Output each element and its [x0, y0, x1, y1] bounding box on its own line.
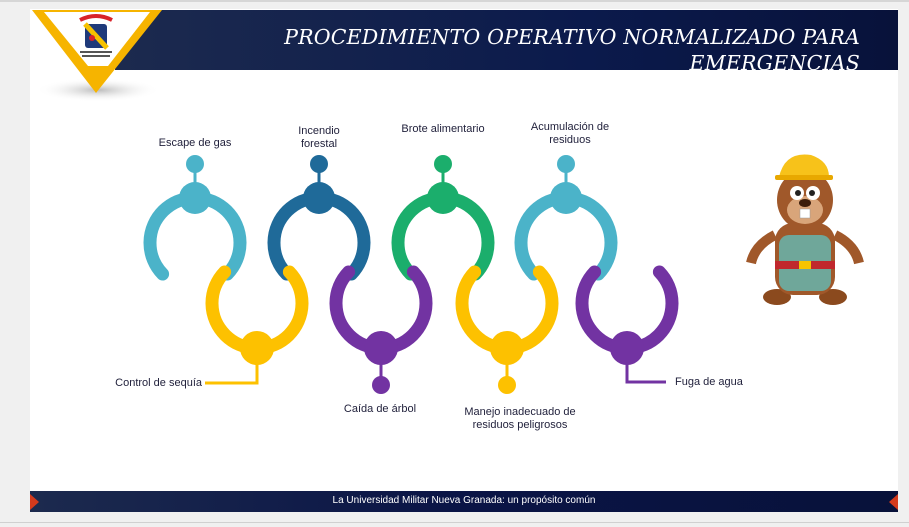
- page-title: PROCEDIMIENTO OPERATIVO NORMALIZADO PARA…: [115, 24, 860, 102]
- bottom-connector: [205, 348, 259, 385]
- footer-text: La Universidad Militar Nueva Granada: un…: [332, 495, 596, 506]
- top-divider: [0, 0, 909, 2]
- bottom-end-dot: [372, 376, 390, 394]
- label-manejo-inadecuado: Manejo inadecuado de residuos peligrosos: [464, 406, 576, 431]
- top-end-dot: [557, 155, 575, 173]
- header-bar: PROCEDIMIENTO OPERATIVO NORMALIZADO PARA…: [115, 10, 898, 101]
- bottom-end-dot: [498, 376, 516, 394]
- label-caida-de-arbol: Caída de árbol: [343, 403, 417, 415]
- title-line-1: PROCEDIMIENTO OPERATIVO NORMALIZADO PARA…: [284, 25, 860, 75]
- previous-arrow-icon[interactable]: [30, 494, 39, 510]
- top-end-dot: [186, 155, 204, 173]
- wave-diagram: [143, 155, 679, 394]
- top-end-dot: [310, 155, 328, 173]
- footer-bar: La Universidad Militar Nueva Granada: un…: [30, 491, 898, 512]
- label-acumulacion-residuos: Acumulación de residuos: [530, 121, 610, 146]
- label-brote-alimentario: Brote alimentario: [401, 123, 485, 135]
- label-escape-de-gas: Escape de gas: [158, 137, 232, 149]
- label-fuga-de-agua: Fuga de agua: [675, 376, 743, 388]
- bottom-divider: [0, 522, 909, 523]
- label-control-de-sequia: Control de sequía: [115, 377, 202, 389]
- beaver-mascot-illustration: [746, 154, 864, 305]
- title-line-2: AMBIENTLAES: [694, 77, 860, 101]
- label-incendio-forestal: Incendio forestal: [298, 125, 340, 150]
- university-logo: [32, 10, 162, 93]
- top-end-dot: [434, 155, 452, 173]
- bottom-connector: [625, 348, 666, 384]
- next-arrow-icon[interactable]: [889, 494, 898, 510]
